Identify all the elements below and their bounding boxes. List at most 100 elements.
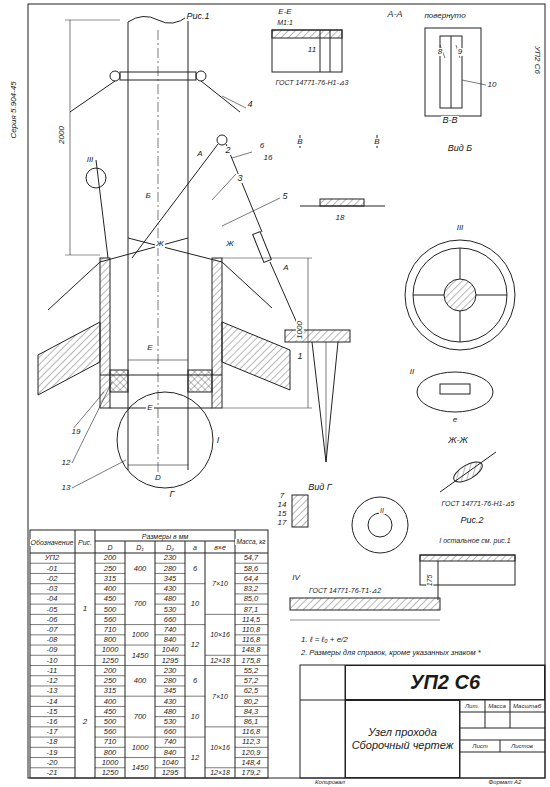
drawing-stroke [95,757,125,758]
table-cell: -07 [46,626,59,634]
drawing-label: 1. ℓ = ℓ₀ + е/2 [300,636,349,644]
table-header: в×е [213,544,227,551]
drawing-stroke [352,497,408,553]
drawing-stroke [30,530,268,778]
drawing-label: Ж [155,240,164,248]
drawing-label: А [282,264,289,272]
table-cell: -18 [46,738,59,746]
drawing-stroke [235,583,268,584]
drawing-stroke [413,248,507,342]
table-cell: -17 [46,728,59,736]
drawing-stroke [95,645,125,646]
drawing-stroke [125,696,155,697]
table-cell: 10 [190,600,200,608]
drawing-stroke [110,71,120,81]
drawing-stroke [30,706,75,707]
drawing-stroke [95,573,125,574]
drawing-stroke [235,696,268,697]
drawing-label: I [216,436,221,445]
drawing-stroke [235,593,268,594]
drawing-label: Лит. [464,703,480,709]
drawing-stroke [460,728,545,729]
drawing-stroke [65,20,120,21]
drawing-stroke [510,700,511,728]
table-cell: 84,3 [243,708,260,716]
drawing-stroke [155,583,185,584]
drawing-label: II [409,368,415,376]
drawing-label: е [452,416,458,424]
table-cell: Е-Е [277,8,292,16]
drawing-stroke [155,675,185,676]
drawing-stroke [368,513,392,537]
drawing-label: Рис.2 [459,516,484,525]
table-cell: повернуто [423,12,466,20]
table-cell: 6 [192,565,198,573]
table-cell: А-А [386,10,403,19]
drawing-stroke [125,757,155,758]
drawing-stroke [212,258,222,408]
table-cell: 450 [103,595,118,603]
drawing-stroke [460,311,461,342]
drawing-label: 6 [259,142,265,150]
table-cell: -21 [46,769,59,777]
drawing-label: 2. Размеры для справок, кроме указанных … [300,649,482,657]
drawing-stroke [235,645,268,646]
drawing-stroke [125,583,155,584]
drawing-label: 175 [427,573,434,587]
drawing-stroke [95,624,125,625]
table-cell: 110,8 [241,626,261,634]
table-cell: 1000 [131,744,150,752]
table-cell: 280 [163,677,178,685]
table-cell: М1:1 [276,19,294,26]
drawing-stroke [30,593,75,594]
drawing-stroke [222,258,312,259]
table-cell: -19 [46,749,59,757]
table-cell: 116,8 [241,636,261,644]
drawing-stroke [72,382,112,463]
drawing-label: D [154,474,162,482]
drawing-label: II [379,507,385,514]
drawing-stroke [300,665,545,778]
drawing-stroke [290,598,440,610]
drawing-stroke [30,716,75,717]
drawing-stroke [485,700,486,728]
drawing-stroke [235,685,268,686]
table-cell: 660 [163,616,178,624]
drawing-stroke [185,665,205,666]
drawing-stroke [70,81,115,112]
table-cell: 1250 [101,769,120,777]
table-cell: 200 [103,667,118,675]
table-cell: 1295 [161,769,180,777]
table-cell: 315 [103,687,118,695]
table-cell: 1250 [101,657,120,665]
drawing-stroke [95,706,125,707]
drawing-label: Листов [510,743,534,749]
drawing-stroke [235,675,268,676]
drawing-stroke [308,258,309,408]
drawing-label: 1000 [296,320,304,340]
drawing-label: Б [144,192,151,200]
drawing-label: 2 [224,146,231,155]
table-cell: 400 [133,677,148,685]
drawing-stroke [500,740,501,752]
drawing-stroke [155,747,185,748]
drawing-label: 1 [296,352,303,361]
table-cell: 1295 [161,657,180,665]
drawing-label: В-В [441,116,458,125]
drawing-stroke [212,174,236,200]
table-cell: -09 [46,646,59,654]
title-block-cell: Узел проходаСборочный чертеж [345,700,460,778]
drawing-stroke [320,30,321,72]
table-cell: -06 [46,616,59,624]
drawing-label: Е [146,344,153,352]
drawing-stroke [95,675,125,676]
table-cell: 800 [103,749,118,757]
table-cell: 700 [133,600,148,608]
table-cell: 250 [103,677,118,685]
drawing-stroke [128,465,188,466]
drawing-label: Е [146,404,153,412]
drawing-stroke [205,614,235,615]
drawing-label: 17 [277,519,288,527]
table-cell: 500 [103,718,118,726]
